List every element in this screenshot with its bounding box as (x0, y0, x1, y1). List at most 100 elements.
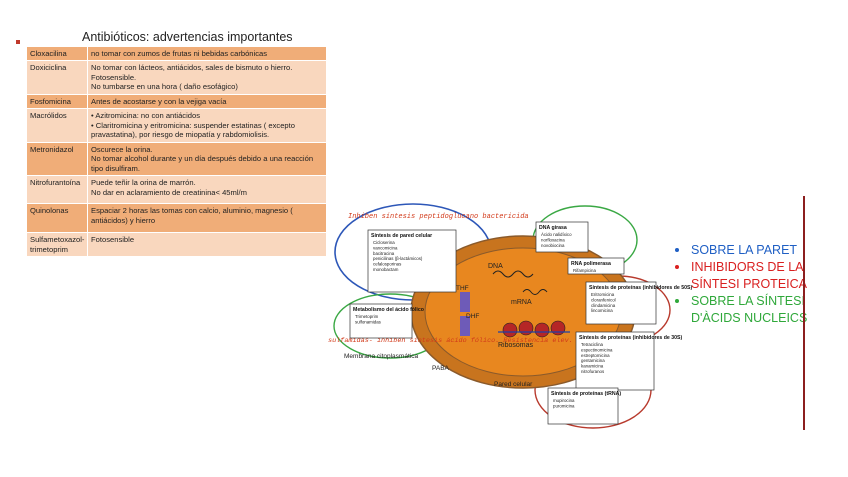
ribosomes (498, 320, 570, 338)
warning-line: Espaciar 2 horas las tomas con calcio, a… (91, 206, 293, 225)
drug-name-cell: Macrólidos (26, 108, 88, 143)
box-item: gentamicina (581, 358, 605, 363)
box-protein-synthesis-30s: Síntesis de proteínas (inhibidores de 30… (575, 331, 682, 391)
warning-cell: no tomar con zumos de frutas ni bebidas … (87, 45, 327, 62)
warning-cell: Oscurece la orina.No tomar alcohol duran… (87, 141, 327, 177)
warning-cell: No tomar con lácteos, antiácidos, sales … (87, 60, 327, 95)
box-item: novobiocina (541, 243, 565, 248)
box-item: estreptomicina (581, 353, 610, 358)
antibiotic-targets-diagram: DNA mRNA THF DHF Ribosomas Membrana cito… (328, 203, 692, 429)
warning-cell: Puede teñir la orina de marrón.No dar en… (87, 175, 327, 205)
box-frame (585, 281, 657, 325)
box-item: vancomicina (373, 245, 398, 250)
box-item: kanamicina (581, 364, 604, 369)
pared-label: Pared celular (494, 381, 533, 388)
box-title: RNA polimerasa (571, 261, 611, 267)
warning-line: No tomar alcohol durante y un día despué… (91, 154, 314, 173)
warning-line: Puede teñir la orina de marrón. (91, 178, 196, 188)
warning-cell: Espaciar 2 horas las tomas con calcio, a… (87, 203, 327, 234)
box-item: Cicloserina (373, 240, 395, 245)
mrna-strand (522, 289, 548, 295)
table-title: Antibióticos: advertencias importantes (82, 30, 293, 44)
box-item: bacitracina (373, 251, 395, 256)
drug-name-cell: Nitrofurantoína (26, 175, 88, 205)
paba-label: PABA (432, 365, 450, 372)
box-item: mupirocina (553, 398, 575, 403)
legend-text: INHIBIDORS DE LA SÍNTESI PROTEICA (691, 260, 807, 291)
box-item: clindamicina (591, 303, 616, 308)
dna-strand (492, 270, 534, 278)
dhf-block (460, 316, 470, 336)
box-item: nitrofuranos (581, 369, 605, 374)
sulfa-annotation: sulfamidas- inhiben síntesis ácido fólic… (328, 337, 573, 345)
warning-line: Fotosensible. (91, 72, 137, 82)
thf-label: THF (456, 285, 469, 292)
warning-line: No tomar con lácteos, antiácidos, sales … (91, 63, 293, 73)
box-item: Ácido nalidíxico (541, 232, 572, 237)
dhf-label: DHF (466, 313, 479, 320)
box-frame (367, 229, 457, 293)
drug-name-cell: Cloxacilina (26, 45, 88, 62)
warning-cell: Fotosensible (87, 232, 327, 258)
drug-name-cell: Sulfametoxazol-trimetoprim (26, 232, 88, 258)
drug-name-cell: Metronidazol (26, 141, 88, 177)
box-frame (547, 387, 619, 425)
box-item: sulfonamidas (355, 319, 382, 324)
bullet-icon (675, 265, 679, 269)
warning-line: No tumbarse en una hora ( daño esofágico… (91, 82, 238, 92)
box-cell-wall-synthesis: Síntesis de pared celularCicloserinavanc… (367, 229, 457, 293)
box-title: DNA girasa (539, 225, 567, 231)
box-frame (535, 221, 589, 253)
box-item: Rifampicina (573, 268, 596, 273)
warning-line: Fotosensible (91, 235, 135, 245)
wall-annotation: Inhiben síntesis peptidoglucano bacteric… (348, 213, 529, 221)
box-item: norfloxacina (541, 237, 565, 242)
legend-text: SOBRE LA SÍNTESI D'ÀCIDS NUCLEICS (691, 294, 808, 325)
box-item: puromicina (553, 403, 575, 408)
box-item: penicilinas (β-lactámicos) (373, 256, 423, 261)
warning-line: no tomar con zumos de frutas ni bebidas … (91, 49, 268, 58)
box-item: Tetraciclina (581, 342, 604, 347)
box-title: Síntesis de pared celular (371, 233, 432, 239)
vertical-divider (803, 196, 805, 430)
box-protein-synthesis-50s: Síntesis de proteínas (inhibidores de 50… (585, 281, 692, 325)
table-row: Macrólidos• Azitromicina: no con antiáci… (26, 108, 327, 143)
drug-name-cell: Fosfomicina (26, 93, 88, 110)
box-item: monobactam (373, 267, 399, 272)
box-folate-metabolism: Metabolismo del ácido fólicoTrimetoprims… (349, 303, 424, 339)
bullet-icon (675, 299, 679, 303)
box-frame (575, 331, 655, 391)
box-title: Metabolismo del ácido fólico (353, 307, 424, 313)
drug-name-cell: Doxiciclina (26, 60, 88, 95)
drug-name-cell: Quinolonas (26, 203, 88, 234)
box-item: cefalosporinas (373, 262, 402, 267)
box-item: espectinomicina (581, 347, 613, 352)
legend-item: SOBRE LA SÍNTESI D'ÀCIDS NUCLEICS (675, 293, 823, 327)
box-title: Síntesis de proteínas (tRNA) (551, 391, 621, 397)
warning-cell: • Azitromicina: no con antiácidos• Clari… (87, 108, 327, 143)
bullet-marker (16, 40, 20, 44)
warning-cell: Antes de acostarse y con la vejiga vacía (87, 93, 327, 110)
warning-line: • Claritromicina y eritromicina: suspend… (91, 120, 295, 140)
box-item: cloranfenicol (591, 297, 616, 302)
box-item: Eritromicina (591, 292, 615, 297)
ribosomes-label: Ribosomas (498, 342, 534, 349)
warning-line: Oscurece la orina. (91, 144, 153, 154)
warning-line: • Azitromicina: no con antiácidos (91, 111, 201, 121)
thf-block (460, 292, 470, 312)
legend-item: SOBRE LA PARET (675, 242, 823, 259)
dna-label: DNA (488, 263, 503, 270)
mrna-label: mRNA (511, 299, 532, 306)
box-frame (567, 257, 625, 275)
box-title: Síntesis de proteínas (inhibidores de 50… (589, 285, 692, 291)
box-title: Síntesis de proteínas (inhibidores de 30… (579, 335, 682, 341)
